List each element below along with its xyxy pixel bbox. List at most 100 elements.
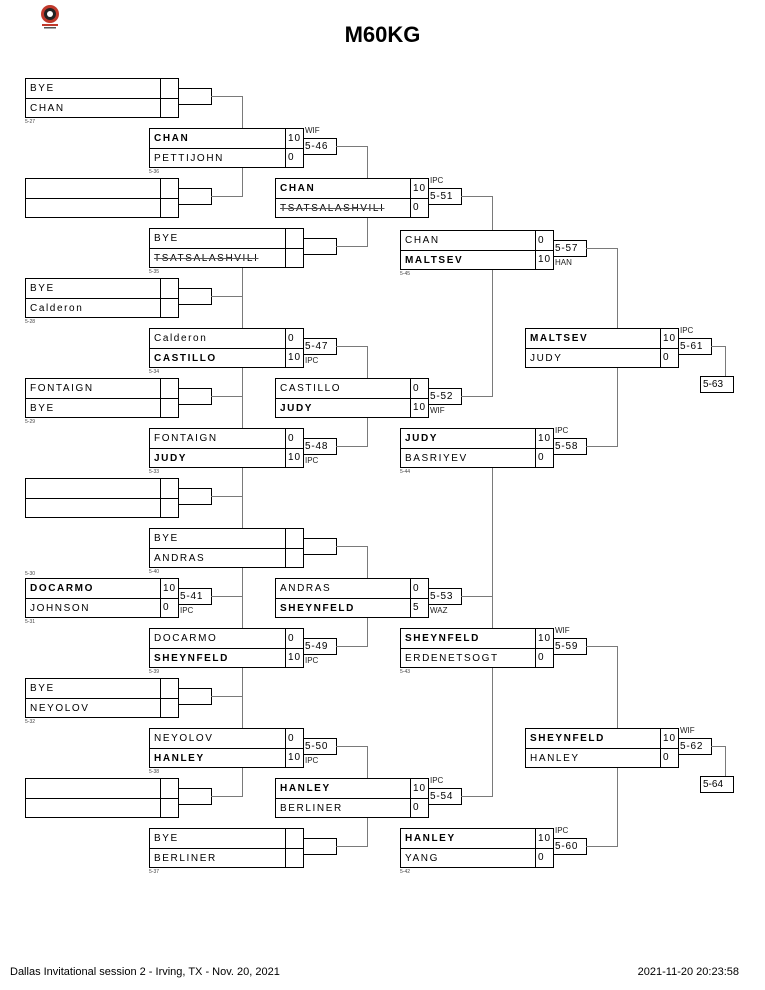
competitor-bottom[interactable] (26, 799, 160, 818)
competitor-bottom[interactable]: MALTSEV (401, 251, 535, 270)
competitor-bottom[interactable] (26, 199, 160, 218)
match-number[interactable]: 5-50 (303, 738, 337, 755)
competitor-top[interactable] (26, 179, 160, 199)
competitor-top[interactable]: FONTAIGN (150, 429, 285, 449)
match-number[interactable]: 5-41 (178, 588, 212, 605)
competitor-top[interactable]: ANDRAS (276, 579, 410, 599)
competitor-bottom[interactable]: NEYOLOV (26, 699, 160, 718)
match-number[interactable] (303, 838, 337, 855)
competitor-top[interactable]: CHAN (401, 231, 535, 251)
competitor-top[interactable]: Calderon (150, 329, 285, 349)
competitor-top[interactable]: JUDY (401, 429, 535, 449)
competitor-bottom[interactable]: CHAN (26, 99, 160, 118)
competitor-top[interactable]: BYE (150, 529, 285, 549)
competitor-top[interactable]: MALTSEV (526, 329, 660, 349)
competitor-top[interactable]: HANLEY (276, 779, 410, 799)
competitor-bottom[interactable] (26, 499, 160, 518)
competitor-bottom[interactable]: JUDY (526, 349, 660, 368)
match-box[interactable] (25, 478, 180, 518)
competitor-bottom[interactable]: TSATSALASHVILI (276, 199, 410, 218)
match-number[interactable] (178, 488, 212, 505)
final-match-number[interactable]: 5-63 (700, 376, 734, 393)
competitor-bottom[interactable]: BERLINER (150, 849, 285, 868)
match-number[interactable] (178, 388, 212, 405)
competitor-top[interactable] (26, 779, 160, 799)
match-number[interactable] (178, 88, 212, 105)
competitor-top[interactable]: SHEYNFELD (526, 729, 660, 749)
competitor-top[interactable]: CHAN (150, 129, 285, 149)
match-number[interactable] (178, 788, 212, 805)
match-number[interactable]: 5-52 (428, 388, 462, 405)
match-number[interactable]: 5-51 (428, 188, 462, 205)
match-number[interactable]: 5-58 (553, 438, 587, 455)
match-number[interactable]: 5-48 (303, 438, 337, 455)
competitor-bottom[interactable]: JOHNSON (26, 599, 160, 618)
competitor-top[interactable]: BYE (150, 229, 285, 249)
match-number[interactable] (178, 288, 212, 305)
competitor-bottom[interactable]: PETTIJOHN (150, 149, 285, 168)
match-number[interactable]: 5-54 (428, 788, 462, 805)
competitor-top[interactable]: CASTILLO (276, 379, 410, 399)
competitor-top[interactable]: BYE (26, 279, 160, 299)
competitor-bottom[interactable]: TSATSALASHVILI (150, 249, 285, 268)
competitor-top[interactable]: FONTAIGN (26, 379, 160, 399)
match-number[interactable]: 5-59 (553, 638, 587, 655)
competitor-top[interactable]: SHEYNFELD (401, 629, 535, 649)
competitor-bottom[interactable]: HANLEY (150, 749, 285, 768)
match-number[interactable]: 5-49 (303, 638, 337, 655)
match-number[interactable]: 5-61 (678, 338, 712, 355)
match-number[interactable] (303, 538, 337, 555)
match-number[interactable]: 5-57 (553, 240, 587, 257)
match-number[interactable]: 5-60 (553, 838, 587, 855)
match-number[interactable]: 5-47 (303, 338, 337, 355)
match-number[interactable] (303, 238, 337, 255)
competitor-top[interactable]: BYE (150, 829, 285, 849)
competitor-bottom[interactable]: YANG (401, 849, 535, 868)
competitor-bottom[interactable]: ERDENETSOGT (401, 649, 535, 668)
match-box[interactable] (25, 778, 180, 818)
competitor-top[interactable]: DOCARMO (150, 629, 285, 649)
competitor-top[interactable] (26, 479, 160, 499)
competitor-bottom[interactable]: Calderon (26, 299, 160, 318)
competitor-bottom[interactable]: SHEYNFELD (276, 599, 410, 618)
competitor-bottom[interactable]: JUDY (150, 449, 285, 468)
match-number[interactable]: 5-46 (303, 138, 337, 155)
competitor-bottom[interactable]: CASTILLO (150, 349, 285, 368)
competitor-bottom[interactable]: BYE (26, 399, 160, 418)
competitor-bottom[interactable]: BERLINER (276, 799, 410, 818)
final-match-number[interactable]: 5-64 (700, 776, 734, 793)
competitor-bottom[interactable]: SHEYNFELD (150, 649, 285, 668)
match-number[interactable]: 5-62 (678, 738, 712, 755)
competitor-bottom[interactable]: JUDY (276, 399, 410, 418)
competitor-bottom[interactable]: ANDRAS (150, 549, 285, 568)
match-box[interactable] (25, 178, 180, 218)
match-number[interactable]: 5-53 (428, 588, 462, 605)
competitor-top[interactable]: DOCARMO (26, 579, 160, 599)
competitor-top[interactable]: NEYOLOV (150, 729, 285, 749)
competitor-bottom[interactable]: HANLEY (526, 749, 660, 768)
match-number[interactable] (178, 188, 212, 205)
match-number[interactable] (178, 688, 212, 705)
competitor-top[interactable]: BYE (26, 679, 160, 699)
